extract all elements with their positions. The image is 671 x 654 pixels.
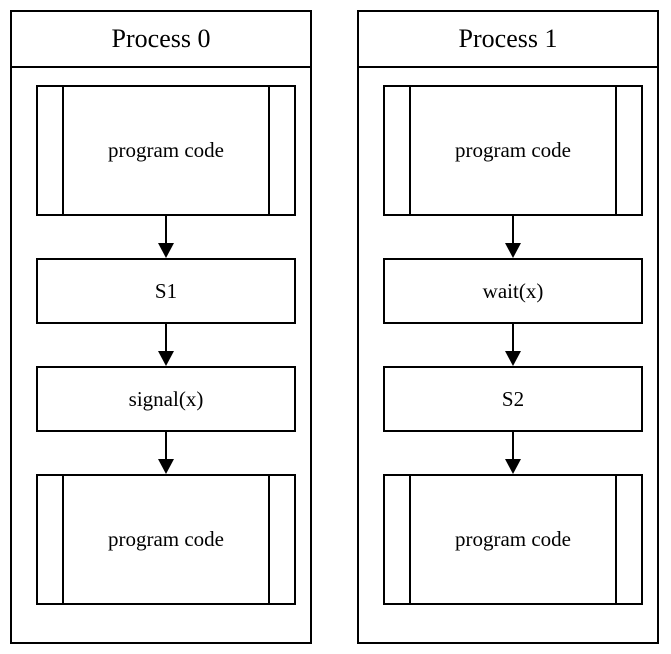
process-0-lane: Process 0 program code S1 signal(x) prog… bbox=[10, 10, 312, 644]
arrow-shaft bbox=[512, 432, 514, 460]
process-0-title: Process 0 bbox=[12, 12, 310, 68]
step-label: S2 bbox=[501, 386, 525, 411]
process-1-step-program-code-end: program code bbox=[383, 474, 643, 605]
arrow-shaft bbox=[165, 324, 167, 352]
step-label: program code bbox=[107, 527, 225, 551]
process-0-step-program-code-end: program code bbox=[36, 474, 296, 605]
step-label: program code bbox=[454, 138, 572, 162]
arrow-shaft bbox=[512, 216, 514, 244]
process-0-step-signal: signal(x) bbox=[36, 366, 296, 432]
process-1-lane: Process 1 program code wait(x) S2 progra… bbox=[357, 10, 659, 644]
step-label: S1 bbox=[154, 278, 178, 303]
arrow-head-icon bbox=[158, 459, 174, 474]
arrow-head-icon bbox=[505, 243, 521, 258]
process-1-step-s2: S2 bbox=[383, 366, 643, 432]
process-0-step-program-code-start: program code bbox=[36, 85, 296, 216]
process-1-step-wait: wait(x) bbox=[383, 258, 643, 324]
process-1-title: Process 1 bbox=[359, 12, 657, 68]
step-label: program code bbox=[454, 527, 572, 551]
process-0-step-s1: S1 bbox=[36, 258, 296, 324]
step-label: wait(x) bbox=[482, 278, 544, 303]
arrow-shaft bbox=[165, 432, 167, 460]
arrow-shaft bbox=[165, 216, 167, 244]
step-label: signal(x) bbox=[128, 386, 204, 411]
process-1-step-program-code-start: program code bbox=[383, 85, 643, 216]
arrow-shaft bbox=[512, 324, 514, 352]
step-label: program code bbox=[107, 138, 225, 162]
arrow-head-icon bbox=[158, 351, 174, 366]
arrow-head-icon bbox=[158, 243, 174, 258]
arrow-head-icon bbox=[505, 351, 521, 366]
arrow-head-icon bbox=[505, 459, 521, 474]
